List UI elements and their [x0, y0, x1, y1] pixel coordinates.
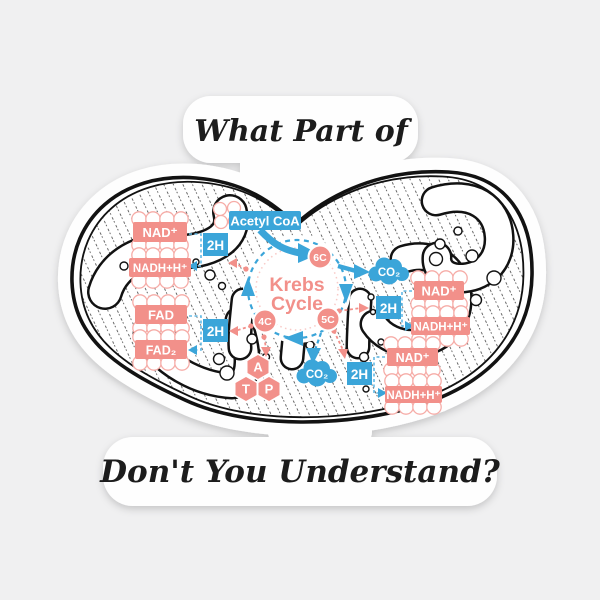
co2-label: CO₂ — [378, 267, 400, 279]
bracket-nad-left — [188, 233, 202, 271]
nadh-box-left: NADH+H⁺ — [129, 258, 191, 277]
arrow-to-2h-top-left — [228, 258, 249, 272]
atp-hex-t: T — [233, 375, 259, 403]
cycle-arrowhead-right — [339, 284, 353, 303]
h2-box-top-left: 2H — [203, 233, 228, 256]
cycle-arrowhead-bottom — [284, 331, 303, 346]
atp-hex-a: A — [245, 353, 271, 381]
co2-arrows — [306, 263, 370, 364]
h2-box-bottom-left: 2H — [203, 319, 228, 342]
node-4c: 4C — [252, 308, 278, 334]
nad-box-left: NAD⁺ — [133, 222, 187, 242]
bottom-headline: Don't You Understand? — [99, 454, 501, 490]
nadh-box-bottom-right: NADH+H⁺ — [385, 386, 442, 403]
fad-box: FAD — [135, 305, 187, 324]
co2-cloud-right: CO₂ — [368, 257, 409, 285]
nadh-box-right: NADH+H⁺ — [411, 317, 470, 335]
node-5c-label: 5C — [321, 314, 335, 326]
node-6c: 6C — [307, 244, 333, 270]
cycle-title-line2: Cycle — [271, 293, 323, 315]
atp-letter: T — [242, 382, 250, 397]
arrow-to-2h-bottom-left — [229, 323, 254, 336]
nadh-label: NADH+H⁺ — [386, 390, 440, 402]
acetyl-coa-box: Acetyl CoA — [229, 211, 301, 230]
nadh-label: NADH+H⁺ — [133, 263, 187, 275]
node-6c-label: 6C — [313, 252, 327, 264]
acetyl-coa-label: Acetyl CoA — [230, 214, 300, 229]
nad-box-right: NAD⁺ — [414, 281, 464, 300]
cycle-title-line1: Krebs — [269, 274, 324, 296]
fad2-box: FAD₂ — [135, 340, 187, 359]
bracket-fad-left — [188, 315, 202, 355]
nad-label: NAD⁺ — [421, 284, 456, 299]
h2-box-bottom: 2H — [347, 362, 372, 385]
node-5c: 5C — [315, 306, 341, 332]
bracket-nad-bottom-right — [373, 356, 387, 398]
top-headline: What Part of — [194, 114, 413, 149]
atp-letter: P — [265, 382, 274, 397]
h2-label: 2H — [207, 324, 224, 339]
atp-letter: A — [253, 360, 263, 375]
h2-label: 2H — [207, 238, 224, 253]
cycle-arrowhead-left — [241, 277, 255, 296]
bracket-nad-right — [401, 290, 414, 331]
carrier-boxes: NAD⁺ NADH+H⁺ FAD FAD₂ NAD⁺ NADH+H⁺ NAD⁺ … — [129, 222, 470, 403]
atp-hexagons: A T P — [233, 353, 282, 403]
crista-center-finger-1 — [227, 287, 256, 361]
cycle-title: Krebs Cycle — [269, 274, 324, 315]
co2-label: CO₂ — [306, 369, 328, 381]
h2-box-right: 2H — [376, 296, 401, 319]
h2-label: 2H — [351, 367, 368, 382]
nad-box-bottom-right: NAD⁺ — [387, 348, 438, 366]
reduction-brackets — [188, 233, 414, 398]
fad-label: FAD — [148, 308, 174, 323]
nadh-label: NADH+H⁺ — [413, 322, 467, 334]
carbon-nodes: 6C 5C 4C — [252, 244, 341, 334]
atp-hex-p: P — [256, 375, 282, 403]
h2-label: 2H — [380, 301, 397, 316]
nad-label: NAD⁺ — [396, 351, 430, 365]
arrow-to-atp — [261, 334, 271, 357]
nad-label: NAD⁺ — [142, 225, 177, 240]
node-4c-label: 4C — [258, 316, 272, 328]
hydrogen-boxes: 2H 2H 2H 2H — [203, 233, 401, 385]
co2-cloud-bottom: CO₂ — [296, 359, 337, 387]
fad2-label: FAD₂ — [146, 344, 177, 358]
